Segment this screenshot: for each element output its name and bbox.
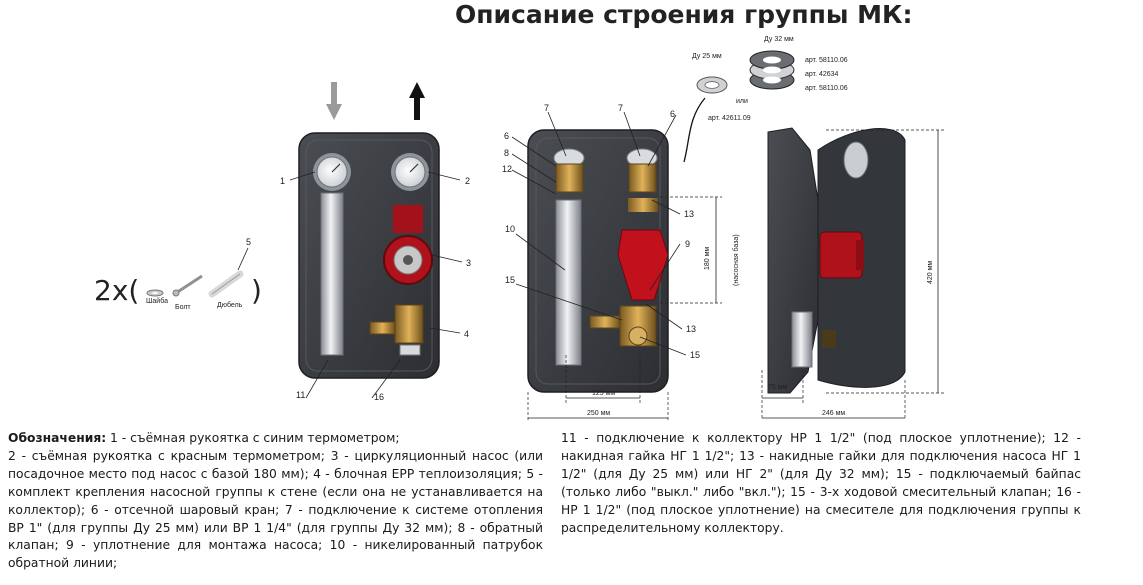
dim-offset: 75 мм	[768, 384, 788, 391]
thermometer-side-icon	[843, 141, 869, 179]
section-view: Ду 25 мм Ду 32 мм или арт. 42611.09 арт.…	[502, 36, 848, 422]
supply-arrow-down-icon	[326, 82, 342, 120]
mixing-valve-icon	[369, 304, 424, 356]
dim-axis: 125 мм	[592, 390, 615, 397]
art-dn32-1: арт. 58110.06	[805, 57, 848, 64]
callout-1: 1	[280, 176, 285, 186]
mk-group-diagram: 1 2 3 4 5 11 16 2x( ) Шайба Болт Дюбель	[94, 36, 944, 422]
dim-height: 420 мм	[927, 261, 934, 284]
seal-dn32-label: Ду 32 мм	[764, 36, 794, 43]
return-pipe	[320, 192, 344, 356]
qty-suffix: )	[251, 274, 262, 307]
art-dn25: арт. 42611.09	[708, 115, 751, 122]
callout-7a: 7	[544, 103, 549, 113]
callout-11: 11	[296, 390, 305, 400]
callout-2: 2	[465, 176, 470, 186]
callout-6b: 6	[670, 109, 675, 119]
callout-13b: 13	[686, 324, 696, 334]
side-view: 420 мм 75 мм 246 мм	[761, 127, 944, 420]
part-dowel: Дюбель	[217, 301, 243, 309]
legend-item-1: 1 - съёмная рукоятка с синим термометром…	[106, 431, 400, 445]
pipe-side	[791, 311, 813, 368]
seal-dn25-label: Ду 25 мм	[692, 53, 722, 60]
seal-dn32-icon	[749, 50, 795, 90]
pump-section-icon	[617, 198, 669, 301]
dim-pump-base: 180 мм	[704, 247, 711, 270]
callout-10: 10	[505, 224, 515, 234]
dowel-icon	[208, 270, 244, 298]
callout-15b: 15	[690, 350, 700, 360]
callout-8: 8	[504, 148, 509, 158]
legend-heading: Обозначения:	[8, 431, 107, 445]
front-view: 1 2 3 4 5 11 16 2x( ) Шайба Болт Дюбель	[94, 82, 471, 402]
callout-5: 5	[246, 237, 251, 247]
qty-prefix: 2x(	[94, 274, 139, 307]
return-pipe-section	[555, 199, 582, 366]
callout-6a: 6	[504, 131, 509, 141]
callout-9: 9	[685, 239, 690, 249]
washer-icon	[146, 289, 164, 297]
thermometer-blue-icon	[313, 153, 351, 191]
thermometer-red-icon	[391, 153, 429, 191]
callout-15a: 15	[505, 275, 515, 285]
or-label: или	[736, 98, 748, 105]
dim-depth: 246 мм	[822, 410, 845, 417]
legend-items-2-10: 2 - съёмная рукоятка с красным термометр…	[8, 448, 543, 571]
art-dn32-3: арт. 58110.06	[805, 85, 848, 92]
pump-icon	[383, 205, 433, 285]
ball-valve-right-icon	[626, 148, 658, 193]
seal-dn25-icon	[696, 76, 728, 94]
ball-valve-left-icon	[553, 148, 585, 193]
part-washer: Шайба	[146, 297, 168, 305]
legend-items-11-16: 11 - подключение к коллектору НР 1 1/2" …	[561, 431, 1081, 535]
dim-width: 250 мм	[587, 410, 610, 417]
callout-4: 4	[464, 329, 469, 339]
return-arrow-up-icon	[409, 82, 425, 120]
mixing-valve-section-icon	[589, 305, 657, 347]
callout-13a: 13	[684, 209, 694, 219]
callout-16: 16	[374, 392, 384, 402]
pump-side-icon	[819, 231, 864, 279]
callout-7b: 7	[618, 103, 623, 113]
legend-left: Обозначения: 1 - съёмная рукоятка с сини…	[8, 430, 543, 573]
art-dn32-2: арт. 42634	[805, 71, 839, 78]
part-bolt: Болт	[175, 304, 191, 311]
legend-right: 11 - подключение к коллектору НР 1 1/2" …	[561, 430, 1081, 537]
callout-3: 3	[466, 258, 471, 268]
dim-pump-base-note: (насосная база)	[732, 234, 740, 286]
callout-12: 12	[502, 164, 512, 174]
page-title: Описание строения группы МК:	[455, 0, 913, 29]
bolt-icon	[172, 274, 203, 297]
